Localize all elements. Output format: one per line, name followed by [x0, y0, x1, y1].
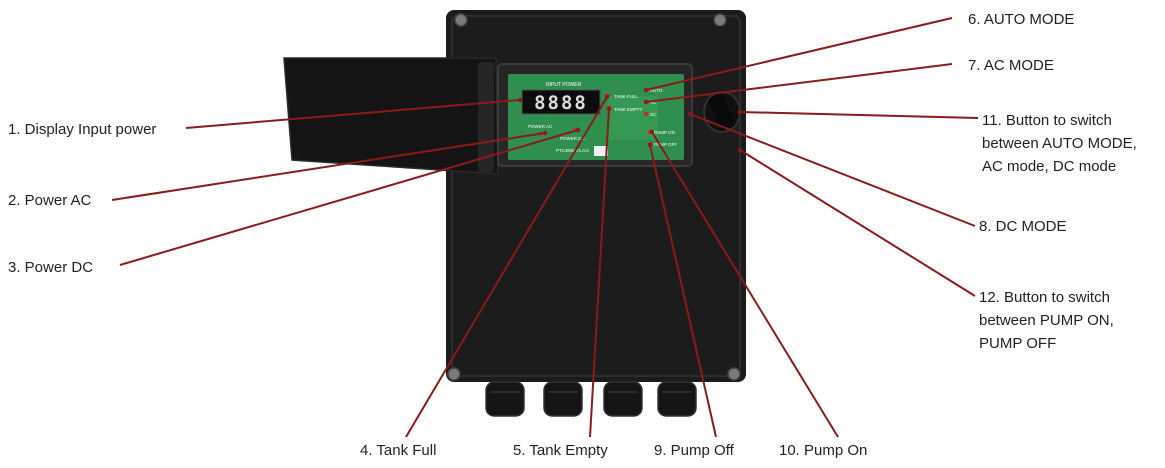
callout-mode-switch-line-3: AC mode, DC mode [982, 158, 1117, 175]
screw-bottom-right [727, 367, 741, 381]
knob-grip [708, 93, 736, 131]
leader-tip-pump-switch [737, 147, 743, 153]
callout-pump-off: 9. Pump Off [654, 442, 734, 459]
leader-line-power-dc [119, 129, 579, 266]
gland-1 [485, 381, 525, 417]
callout-pump-on: 10. Pump On [779, 442, 868, 459]
led-dc [643, 111, 649, 117]
callout-pump-switch: 12. Button to switch between PUMP ON, PU… [979, 286, 1159, 355]
board-label-tank-full: TANK FULL [614, 94, 638, 99]
callout-mode-switch: 11. Button to switch between AUTO MODE, … [982, 109, 1162, 178]
leader-line-ac-mode [645, 63, 953, 103]
cable-glands [485, 381, 697, 417]
leader-tip-power-ac [542, 130, 548, 136]
leader-line-tank-empty [589, 108, 610, 438]
board-label-dc: DC [650, 112, 657, 117]
gland-3 [603, 381, 643, 417]
board-label-input-power: INPUT POWER [546, 82, 582, 88]
leader-line-auto-mode [645, 17, 953, 91]
leader-line-dc-mode [689, 113, 976, 227]
callout-ac-mode: 7. AC MODE [968, 57, 1054, 74]
pcb-connector [594, 146, 608, 156]
display-digits: 8888 [534, 92, 588, 114]
leader-tip-auto-mode [643, 87, 649, 93]
leader-tip-pump-on [649, 129, 655, 135]
leader-tip-ac-mode [643, 99, 649, 105]
lid-hinge [478, 62, 494, 172]
callout-auto-mode: 6. AUTO MODE [968, 11, 1075, 28]
callout-mode-switch-line-2: between AUTO MODE, [982, 135, 1137, 152]
callout-dc-mode: 8. DC MODE [979, 218, 1067, 235]
leader-line-mode-switch [739, 111, 979, 119]
board-label-power-dc: POWER DC [560, 136, 586, 141]
screw-bottom-left [447, 367, 461, 381]
board-label-tank-empty: TANK EMPTY [614, 107, 642, 112]
enclosure-highlight [451, 15, 741, 377]
board-label-pump-off: PUMP OFF [654, 142, 677, 147]
leader-tip-mode-switch [737, 109, 743, 115]
screw-top-left [454, 13, 468, 27]
leader-line-display-input-power [185, 99, 521, 129]
screw-top-right [713, 13, 727, 27]
callout-tank-full: 4. Tank Full [360, 442, 437, 459]
gland-4 [657, 381, 697, 417]
board-label-ac: AC [650, 100, 657, 105]
leader-line-power-ac [111, 132, 546, 201]
callout-display-input-power: 1. Display Input power [8, 121, 157, 138]
callout-pump-switch-line-2: between PUMP ON, [979, 312, 1114, 329]
leader-tip-tank-full [604, 94, 610, 100]
board-label-pump-on: PUMP ON [654, 130, 675, 135]
leader-line-tank-full [405, 96, 608, 438]
leader-tip-dc-mode [687, 111, 693, 117]
leader-tip-pump-off [647, 142, 653, 148]
open-lid-flap [283, 57, 499, 175]
board-label-model: PTC30W-V1.0.0 [556, 148, 589, 153]
leader-tip-display-input-power [517, 97, 523, 103]
leader-line-pump-switch [739, 149, 976, 297]
leader-lines [111, 17, 979, 438]
callout-power-dc: 3. Power DC [8, 259, 94, 276]
callout-pump-switch-line-1: 12. Button to switch [979, 289, 1110, 306]
board-label-auto: AUTO [650, 88, 663, 93]
board-label-power-ac: POWER AC [528, 124, 553, 129]
leader-line-pump-off [649, 144, 717, 438]
leader-line-pump-on [651, 131, 839, 438]
leader-tip-tank-empty [606, 106, 612, 112]
callout-tank-empty: 5. Tank Empty [513, 442, 608, 459]
callout-mode-switch-line-1: 11. Button to switch [982, 112, 1112, 129]
gland-2 [543, 381, 583, 417]
leader-tip-power-dc [575, 127, 581, 133]
callout-power-ac: 2. Power AC [8, 192, 92, 209]
callout-pump-switch-line-3: PUMP OFF [979, 335, 1057, 352]
seven-segment-display [521, 89, 601, 115]
